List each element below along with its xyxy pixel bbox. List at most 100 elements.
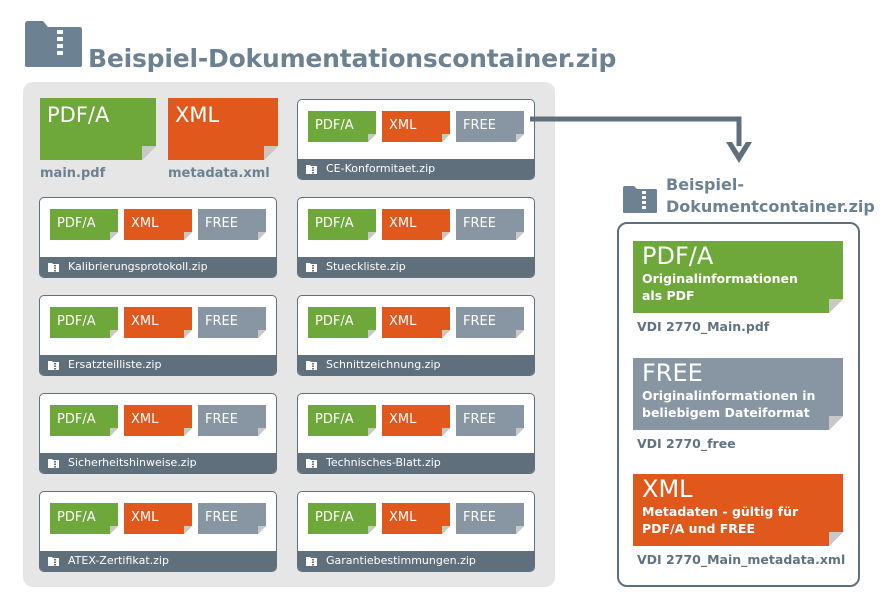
pdfa-tile	[308, 307, 376, 338]
pdfa-tile	[308, 405, 376, 436]
card-footer: Schnittzeichnung.zip	[298, 355, 534, 375]
detail-container: PDF/A Originalinformationen als PDF VDI …	[617, 222, 860, 587]
free-tile-label: FREE	[463, 412, 496, 427]
free-tile-label: FREE	[463, 510, 496, 525]
pdfa-tile-label: PDF/A	[315, 510, 354, 525]
pdfa-tile	[308, 111, 376, 142]
free-tile-label: FREE	[463, 314, 496, 329]
pdfa-tile-label: PDF/A	[315, 314, 354, 329]
zip-card[interactable]: PDF/A XML FREE Ersatzteilliste.zip	[39, 295, 277, 376]
free-tile	[198, 503, 266, 534]
xml-tile-label: XML	[389, 314, 417, 329]
detail-title-line1: Beispiel-	[666, 175, 744, 194]
zip-icon	[306, 165, 317, 174]
pdfa-tile-label: PDF/A	[315, 216, 354, 231]
pdfa-tile-label: PDF/A	[57, 412, 96, 427]
xml-tile-label: XML	[389, 216, 417, 231]
xml-tile	[382, 405, 450, 436]
zip-icon	[306, 459, 317, 468]
zip-card[interactable]: PDF/A XML FREE Stueckliste.zip	[297, 197, 535, 278]
zip-card[interactable]: PDF/A XML FREE Sicherheitshinweise.zip	[39, 393, 277, 474]
pdfa-tile-label: PDF/A	[57, 216, 96, 231]
xml-tile-label: XML	[131, 412, 159, 427]
free-tile	[198, 209, 266, 240]
zip-card[interactable]: PDF/A XML FREE Kalibrierungsprotokoll.zi…	[39, 197, 277, 278]
pdfa-document-label: PDF/A	[47, 103, 110, 127]
free-tile	[456, 307, 524, 338]
main-pdf-filename[interactable]: main.pdf	[40, 166, 106, 181]
xml-tile	[124, 503, 192, 534]
pdfa-doc-filename[interactable]: VDI 2770_Main.pdf	[637, 319, 770, 334]
card-filename: Stueckliste.zip	[326, 260, 406, 273]
card-filename: ATEX-Zertifikat.zip	[68, 554, 169, 567]
xml-tile-label: XML	[389, 118, 417, 133]
xml-doc-filename[interactable]: VDI 2770_Main_metadata.xml	[637, 552, 846, 567]
zip-icon	[48, 361, 59, 370]
card-footer: Sicherheitshinweise.zip	[40, 453, 276, 473]
card-filename: CE-Konformitaet.zip	[326, 162, 436, 175]
zip-icon	[48, 459, 59, 468]
zip-folder-icon	[623, 186, 657, 213]
pdfa-tile	[308, 209, 376, 240]
free-doc-desc-line2: beliebigem Dateiformat	[642, 405, 810, 420]
xml-tile	[382, 209, 450, 240]
xml-tile-label: XML	[389, 412, 417, 427]
pdfa-tile	[50, 209, 118, 240]
xml-tile	[124, 405, 192, 436]
xml-tile	[124, 209, 192, 240]
free-tile	[198, 405, 266, 436]
free-tile	[456, 405, 524, 436]
zip-icon	[48, 557, 59, 566]
xml-doc-desc-line1: Metadaten - gültig für	[642, 504, 799, 519]
free-document-icon	[633, 358, 843, 430]
card-footer: Technisches-Blatt.zip	[298, 453, 534, 473]
free-doc-filename[interactable]: VDI 2770_free	[637, 436, 736, 451]
free-tile-label: FREE	[205, 412, 238, 427]
card-filename: Technisches-Blatt.zip	[326, 456, 441, 469]
card-footer: Ersatzteilliste.zip	[40, 355, 276, 375]
pdfa-doc-desc-line2: als PDF	[642, 288, 695, 303]
free-doc-heading: FREE	[642, 359, 703, 387]
free-tile	[456, 503, 524, 534]
pdfa-doc-desc-line1: Originalinformationen	[642, 271, 798, 286]
card-filename: Garantiebestimmungen.zip	[326, 554, 476, 567]
pdfa-doc-heading: PDF/A	[642, 242, 714, 270]
card-filename: Schnittzeichnung.zip	[326, 358, 441, 371]
xml-tile-label: XML	[131, 510, 159, 525]
detail-title: Beispiel- Dokumentcontainer.zip	[666, 174, 875, 218]
xml-tile-label: XML	[131, 216, 159, 231]
zip-card[interactable]: PDF/A XML FREE Technisches-Blatt.zip	[297, 393, 535, 474]
xml-document-icon	[168, 98, 278, 160]
pdfa-tile-label: PDF/A	[57, 510, 96, 525]
free-doc-desc-line1: Originalinformationen in	[642, 388, 816, 403]
free-tile	[198, 307, 266, 338]
metadata-xml-filename[interactable]: metadata.xml	[168, 166, 270, 181]
card-filename: Ersatzteilliste.zip	[68, 358, 162, 371]
pdfa-tile	[50, 307, 118, 338]
xml-tile	[382, 307, 450, 338]
card-footer: ATEX-Zertifikat.zip	[40, 551, 276, 571]
free-tile-label: FREE	[205, 510, 238, 525]
zip-card[interactable]: PDF/A XML FREE ATEX-Zertifikat.zip	[39, 491, 277, 572]
pdfa-tile	[50, 503, 118, 534]
free-tile	[456, 209, 524, 240]
card-footer: Kalibrierungsprotokoll.zip	[40, 257, 276, 277]
pdfa-tile-label: PDF/A	[57, 314, 96, 329]
zip-folder-icon	[25, 21, 82, 67]
free-tile-label: FREE	[205, 216, 238, 231]
zip-card[interactable]: PDF/A XML FREE Schnittzeichnung.zip	[297, 295, 535, 376]
card-footer: Stueckliste.zip	[298, 257, 534, 277]
detail-title-line2: Dokumentcontainer.zip	[666, 197, 875, 216]
xml-document-label: XML	[175, 103, 220, 127]
xml-tile	[124, 307, 192, 338]
zip-card[interactable]: PDF/A XML FREE Garantiebestimmungen.zip	[297, 491, 535, 572]
zip-card[interactable]: PDF/A XML FREE CE-Konformitaet.zip	[297, 99, 535, 180]
xml-tile-label: XML	[389, 510, 417, 525]
card-filename: Sicherheitshinweise.zip	[68, 456, 197, 469]
pdfa-tile	[50, 405, 118, 436]
zip-icon	[306, 557, 317, 566]
free-tile-label: FREE	[205, 314, 238, 329]
card-footer: CE-Konformitaet.zip	[298, 159, 534, 179]
pdfa-document-icon	[633, 241, 843, 313]
pdfa-document-icon	[40, 98, 156, 160]
